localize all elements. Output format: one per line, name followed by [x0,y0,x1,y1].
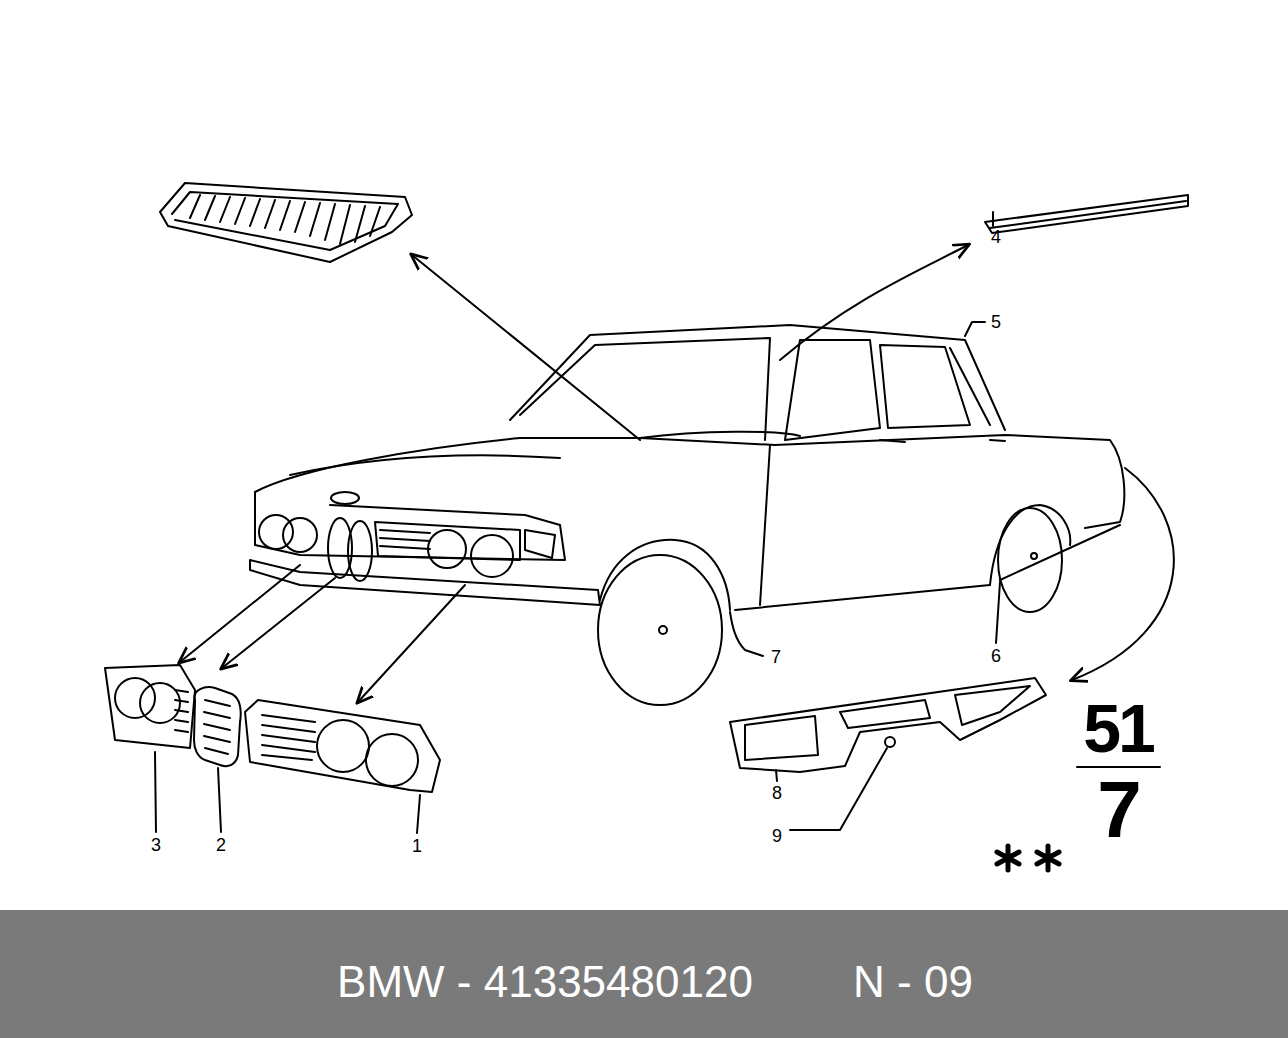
car-body [880,345,970,428]
callout-number: 9 [772,827,782,845]
car-body [250,560,600,605]
group-number: 51 [1083,694,1153,762]
roof-strip [985,195,1188,233]
car-body [250,325,1124,705]
hood-grille-panel [172,192,398,250]
pointer-arrows [780,245,968,360]
leader-lines [992,212,994,226]
part-1-headlight-panel [366,734,418,786]
car-body [331,492,359,504]
callout-number: 6 [991,647,1001,665]
part-number: BMW - 41335480120 [337,960,753,1004]
leader-lines [790,748,887,830]
callout-number: 7 [771,648,781,666]
page-code: N - 09 [853,960,973,1004]
callout-number: 4 [991,228,1001,246]
part-3-headlight-panel [140,683,180,723]
leader-lines [155,212,1160,833]
car-body [600,540,730,610]
car-body [880,440,1005,442]
callout-number: 8 [772,784,782,802]
callout-number: 3 [151,836,161,854]
car-body [990,505,1070,585]
pointer-arrows [222,578,335,668]
star-symbols [1037,846,1059,870]
hood-grille-panel [160,183,412,262]
leader-lines [1077,766,1160,768]
callout-number: 5 [991,313,1001,331]
car-body [255,492,565,560]
part-3-headlight-panel [175,690,188,732]
leader-lines [218,768,221,832]
leader-lines [776,770,777,781]
car-body [1031,553,1037,559]
car-body [520,338,770,440]
car-body [259,515,293,549]
leader-lines [730,612,763,656]
pointer-arrows [1072,468,1174,680]
car-body [640,432,800,438]
pointer-arrows [412,255,640,440]
leader-lines [965,322,985,336]
leader-lines [417,795,420,833]
car-body [283,518,317,552]
leader-lines [155,752,156,832]
callout-number: 2 [216,836,226,854]
part-2-kidney-grille [194,687,241,766]
car-body [659,626,667,634]
car-body [598,555,722,705]
star-symbols [997,846,1059,870]
part-2-kidney-grille [194,687,241,766]
car-body [950,348,990,425]
group-number: 7 [1097,770,1139,850]
car-body [348,521,372,581]
footer-bar [0,910,1288,1038]
part-1-headlight-panel [262,715,315,760]
car-body [785,340,880,440]
car-body [375,522,520,560]
car-body [998,508,1062,612]
car-body [760,445,770,605]
part-1-headlight-panel [317,720,369,772]
part-1-headlight-panel [245,700,440,792]
car-body [428,530,466,568]
roof-strip [990,201,1186,228]
part-8-dash-panel [840,700,930,728]
part-8-dash-panel [730,678,1046,772]
part-3-headlight-panel [105,665,195,748]
leader-lines [996,582,1000,643]
car-body [290,455,560,475]
hood-grille-panel [190,195,380,244]
pointer-arrows [358,585,465,702]
hood-grille-panel [160,183,412,262]
roof-strip [985,195,1188,233]
callout-number: 1 [412,837,422,855]
car-body [525,530,555,558]
car-body [471,535,513,577]
car-body [380,530,430,549]
pointer-arrows [180,245,1174,702]
part-8-dash-panel [730,678,1046,772]
car-body [255,435,1124,528]
car-body [1000,525,1120,580]
star-symbols [997,846,1019,870]
car-body [735,585,990,610]
part-3-headlight-panel [115,678,155,718]
part-1-headlight-panel [245,700,440,792]
part-8-dash-panel [955,686,1030,725]
part-2-kidney-grille [204,700,230,754]
part-8-dash-panel [745,716,818,760]
part-8-dash-panel [885,737,895,747]
car-body [510,325,1005,430]
part-3-headlight-panel [105,665,195,748]
